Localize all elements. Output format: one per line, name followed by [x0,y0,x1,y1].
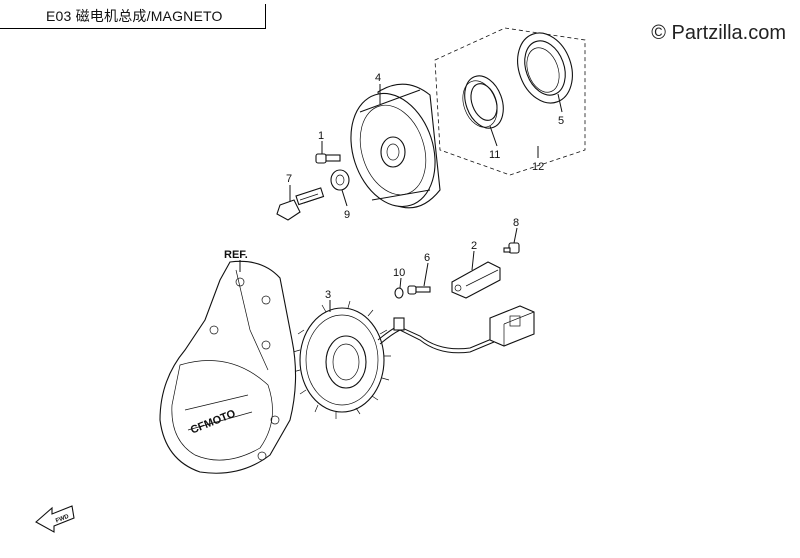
part-9-washer[interactable] [330,169,350,191]
ref-label: REF. [224,249,248,261]
callout-11: 11 [489,149,500,161]
callout-12: 12 [532,161,544,173]
stator-connector [489,305,535,347]
callout-8: 8 [513,217,519,229]
leader-lines [239,84,563,312]
callout-6: 6 [424,252,430,264]
part-11-bearing[interactable] [457,70,510,133]
part-10-washer[interactable] [394,287,404,299]
callout-3: 3 [325,289,331,301]
callout-9: 9 [344,209,350,221]
part-6-screw[interactable] [407,285,431,295]
callout-7: 7 [286,173,292,185]
part-3-stator[interactable] [292,300,391,419]
part-8-screw[interactable] [503,242,520,254]
stator-wire-harness [377,317,495,354]
part-5-ring[interactable] [508,25,581,110]
part-1-bolt[interactable] [315,153,341,164]
part-2-pickup-sensor[interactable] [451,261,501,299]
callout-1: 1 [318,130,324,142]
page-title: E03 磁电机总成/MAGNETO [46,8,223,24]
callout-10: 10 [393,267,405,279]
callout-2: 2 [471,240,477,252]
title-divider [265,4,266,29]
group-12-outline [434,27,586,176]
part-4-flywheel[interactable] [337,82,449,217]
part-7-flange-bolt[interactable] [276,187,325,221]
watermark: © Partzilla.com [651,22,786,44]
fwd-arrow: FWD [35,505,75,533]
fwd-label: FWD [55,514,71,525]
callout-4: 4 [375,72,381,84]
title-underline [0,28,266,29]
callout-5: 5 [558,115,564,127]
side-cover-ref [159,260,297,474]
